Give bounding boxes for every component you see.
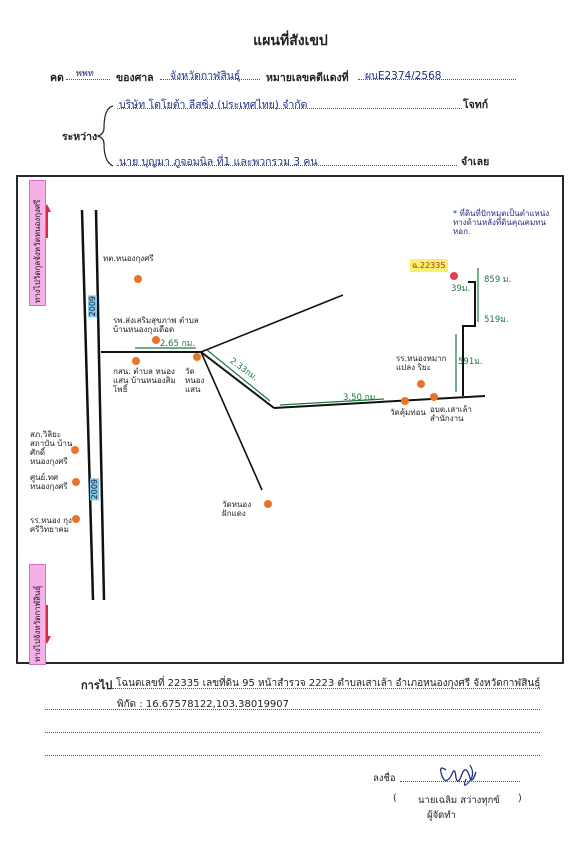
distance-label: 3.50 กม.: [343, 393, 379, 403]
distance-label: 859 ม.: [484, 275, 512, 285]
place-marker: [132, 357, 140, 365]
place-label: วัดคุ้มท่อน: [390, 408, 426, 417]
distance-label: 39ม.: [451, 284, 471, 294]
page-title: แผนที่สังเขป: [253, 33, 328, 49]
distance-label: 591ม.: [458, 357, 483, 367]
case-number-handwritten: พพท: [76, 69, 94, 79]
distance-label: 2.65 กม.: [160, 339, 196, 349]
place-label: รร.หนอง กุงศรีวิทยาคม: [30, 516, 72, 534]
coordinates-value: พิกัด : 16.67578122,103.38019907: [117, 699, 290, 710]
parcel-number: ฉ.22335: [412, 261, 446, 270]
red-case-label: หมายเลขคดีแดงที่: [266, 72, 349, 84]
signer-name: นายเฉลิม สว่างทุกข์: [418, 795, 500, 806]
case-prefix: คด: [50, 72, 64, 84]
place-label: วัดหนองแสน: [185, 367, 205, 394]
place-label: วัดหนอง ฝักแดง: [222, 500, 252, 518]
place-marker: [193, 353, 201, 361]
place-label: สภ.วิลิยะสถาบัน บ้านศักดิ์ หนองกุงศรี: [30, 430, 73, 466]
defendant-label: จำเลย: [461, 156, 490, 168]
between-label: ระหว่าง: [62, 131, 98, 143]
place-label: ทต.หนองกุงศรี: [103, 254, 154, 263]
directions-label: การไป: [81, 679, 113, 692]
paren-close: ): [518, 793, 522, 804]
place-marker: [134, 275, 142, 283]
signature-label: ลงชื่อ: [373, 773, 396, 784]
parcel-marker: [450, 272, 458, 280]
plaintiff-label: โจทก์: [463, 99, 489, 111]
place-marker: [264, 500, 272, 508]
place-label: รพ.ส่งเสริมสุขภาพ ตำบลบ้านหนองกุงเดือด: [113, 316, 199, 334]
place-marker: [430, 393, 438, 401]
place-marker: [72, 478, 80, 486]
directions-value: โฉนดเลขที่ 22335 เลขที่ดิน 95 หน้าสำรวจ …: [116, 678, 541, 689]
place-label: ศูนย์.ทศ หนองกุงศรี: [30, 473, 68, 491]
place-label: รร.หนองหมากแปลง ริยะ: [396, 354, 447, 372]
map-note: * ที่ดินที่ปักหมุดเป็นตำแหน่ง ทางด้านหลั…: [453, 209, 550, 236]
place-marker: [417, 380, 425, 388]
court-label: ของศาล: [116, 72, 154, 84]
place-marker: [71, 446, 79, 454]
place-marker: [152, 336, 160, 344]
paren-open: (: [393, 793, 397, 804]
place-label: กสน. ตำบล หนองแสน บ้านหนองสิมโพธิ์: [113, 367, 176, 394]
distance-label: 519ม.: [484, 315, 509, 325]
signer-role: ผู้จัดทำ: [427, 810, 456, 821]
place-marker: [401, 397, 409, 405]
place-marker: [72, 515, 80, 523]
place-label: อบต.เสาเล้า สำนักงาน: [430, 405, 472, 423]
